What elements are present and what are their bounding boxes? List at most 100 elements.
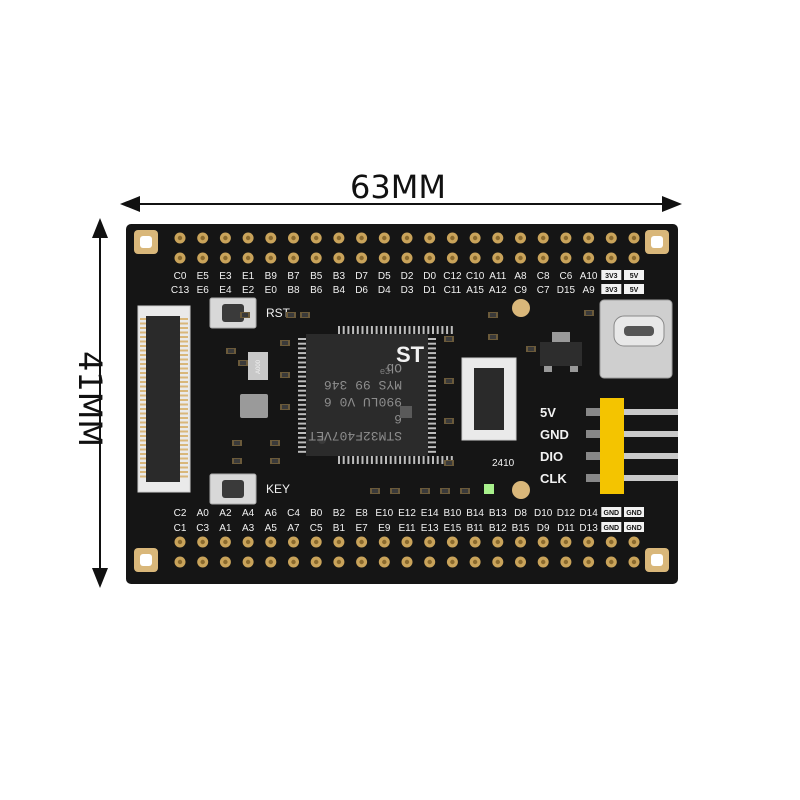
pin-label: C4 xyxy=(287,508,300,519)
pin-label: A3 xyxy=(242,523,255,534)
pin-label-badge: 3V3 xyxy=(605,273,618,280)
right-fpc-connector xyxy=(461,357,517,441)
pin-label: D3 xyxy=(401,285,414,296)
pin-label-badge: GND xyxy=(604,510,620,517)
pin-label: B7 xyxy=(287,271,300,282)
key-button[interactable] xyxy=(209,473,257,505)
pin-label: C9 xyxy=(514,285,527,296)
pin-label-badge: GND xyxy=(604,525,620,532)
pin-label: A12 xyxy=(489,285,507,296)
usb-c-port xyxy=(599,299,673,379)
pin-label-badge: 5V xyxy=(630,273,639,280)
st-logo: ST xyxy=(396,342,425,367)
pin-label: E0 xyxy=(265,285,278,296)
pin-label: A9 xyxy=(582,285,595,296)
chip-marking-line: 990LU V0 6 xyxy=(324,394,402,409)
small-code: 2410 xyxy=(492,458,515,469)
chip-marking-line: STM32F407VET xyxy=(308,428,402,443)
pin-label: E7 xyxy=(355,523,368,534)
rst-button[interactable] xyxy=(209,297,257,329)
pin-label: A6 xyxy=(265,508,278,519)
header-pin-label: CLK xyxy=(540,471,567,486)
pin-label: D4 xyxy=(378,285,391,296)
pin-label: D9 xyxy=(537,523,550,534)
left-fpc-connector xyxy=(137,305,191,493)
pin-label: E1 xyxy=(242,271,255,282)
pin-label: B5 xyxy=(310,271,323,282)
pin-label: B1 xyxy=(333,523,346,534)
pin-label: B2 xyxy=(333,508,346,519)
pin-label: E5 xyxy=(197,271,210,282)
chip-marking-line: Ob xyxy=(386,360,402,375)
pin-label: C2 xyxy=(174,508,187,519)
pin-label: D15 xyxy=(557,285,576,296)
rst-button-label: RST xyxy=(266,306,291,320)
pin-label: A8 xyxy=(514,271,527,282)
pin-label: D0 xyxy=(423,271,436,282)
pin-label: D7 xyxy=(355,271,368,282)
pin-label: C11 xyxy=(444,285,462,296)
pin-label: A2 xyxy=(219,508,232,519)
chip-marking-line: MYS 99 346 xyxy=(324,377,402,392)
header-pin-label: 5V xyxy=(540,405,556,420)
pin-label: D10 xyxy=(534,508,553,519)
pin-label: C7 xyxy=(537,285,550,296)
pin-label-badge: GND xyxy=(626,510,642,517)
pin-label: B4 xyxy=(333,285,346,296)
pin-label: A15 xyxy=(466,285,484,296)
pin-label: B3 xyxy=(333,271,346,282)
pin-label: E3 xyxy=(219,271,232,282)
crystal-label: A000 xyxy=(256,359,262,374)
pin-label: D13 xyxy=(579,523,598,534)
pin-label: A4 xyxy=(242,508,255,519)
pin-label: D6 xyxy=(355,285,368,296)
voltage-regulator xyxy=(540,332,582,372)
pin-label: E9 xyxy=(378,523,391,534)
pin-label-badge: GND xyxy=(626,525,642,532)
pin-label: A0 xyxy=(197,508,210,519)
pin-label: E10 xyxy=(375,508,393,519)
status-led xyxy=(484,484,494,494)
pin-label: C12 xyxy=(443,271,462,282)
pin-label: E6 xyxy=(197,285,210,296)
pin-label: C1 xyxy=(174,523,187,534)
crystal: A000 xyxy=(240,352,268,418)
pin-label: C8 xyxy=(537,271,550,282)
chip-marking-line: 6 xyxy=(394,411,402,426)
key-button-label: KEY xyxy=(266,482,290,496)
mcu-chip: ST e3 STM32F407VET 6 990LU V0 6 MYS 99 346 O… xyxy=(298,326,453,464)
pin-label: B15 xyxy=(512,523,530,534)
pin-label: E11 xyxy=(398,523,415,534)
pin-label: B9 xyxy=(265,271,278,282)
chip-mark: e3 xyxy=(380,366,390,376)
pin-label: B8 xyxy=(287,285,300,296)
pin-label: D8 xyxy=(514,508,527,519)
header-pin-label: DIO xyxy=(540,449,563,464)
pin-label: B14 xyxy=(466,508,484,519)
pin-label: A10 xyxy=(580,271,598,282)
pin-label: E8 xyxy=(355,508,368,519)
pin-label: D14 xyxy=(579,508,598,519)
pin-label: D5 xyxy=(378,271,391,282)
pin-label: A5 xyxy=(265,523,278,534)
pin-label: C3 xyxy=(196,523,209,534)
pin-label: A1 xyxy=(219,523,232,534)
pin-label-badge: 3V3 xyxy=(605,287,618,294)
pin-label: E2 xyxy=(242,285,255,296)
pin-label: D12 xyxy=(557,508,576,519)
pin-label-badge: 5V xyxy=(630,287,639,294)
pin-label: B11 xyxy=(467,523,484,534)
pin-label: A7 xyxy=(287,523,300,534)
pin-label: C10 xyxy=(466,271,485,282)
pin-label: E4 xyxy=(219,285,232,296)
pin-label: D2 xyxy=(401,271,414,282)
pin-label: D11 xyxy=(557,523,575,534)
pin-label: E14 xyxy=(421,508,439,519)
pin-label: B6 xyxy=(310,285,323,296)
pin-label: D1 xyxy=(423,285,436,296)
pin-label: E12 xyxy=(398,508,416,519)
pin-label: C13 xyxy=(171,285,190,296)
header-pin-label: GND xyxy=(540,427,569,442)
pin-label: E15 xyxy=(444,523,462,534)
